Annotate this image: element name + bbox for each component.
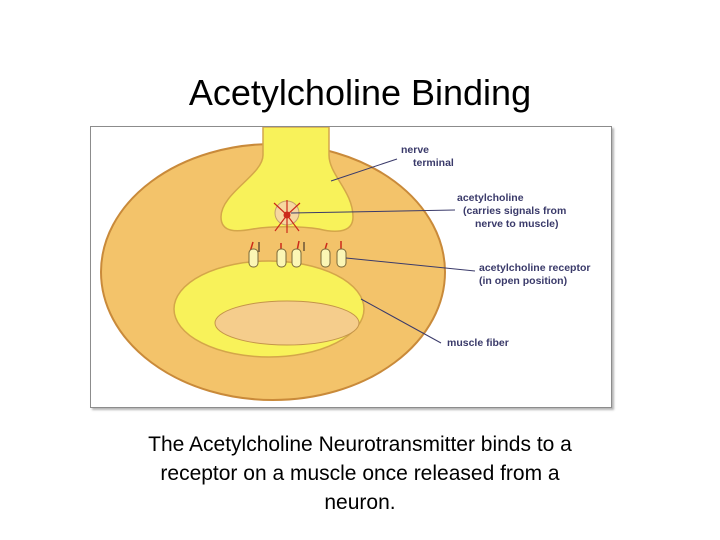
receptor [248, 241, 260, 268]
receptor-group [248, 240, 347, 268]
nerve-terminal [220, 127, 354, 233]
label-acetylcholine: acetylcholine (carries signals from nerv… [457, 192, 569, 230]
caption-line: receptor on a muscle once released from … [160, 462, 560, 485]
label-nerve-terminal: nerve terminal [401, 144, 454, 169]
pointer-nerve-terminal [330, 158, 398, 182]
pointer-muscle-fiber [360, 298, 442, 344]
slide-title: Acetylcholine Binding [188, 72, 532, 113]
label-muscle-fiber: muscle fiber [447, 337, 509, 349]
receptor [291, 240, 305, 268]
caption-line: neuron. [324, 491, 396, 514]
pointer-acetylcholine [290, 209, 456, 214]
acetylcholine-diffusion-arrows [273, 200, 301, 233]
receptor [276, 243, 287, 268]
diagram-svg: nerve terminal acetylcholine (carries si… [100, 127, 593, 401]
neuromuscular-diagram: nerve terminal acetylcholine (carries si… [90, 126, 612, 408]
caption-line: The Acetylcholine Neurotransmitter binds… [148, 433, 572, 456]
caption: The Acetylcholine Neurotransmitter binds… [60, 430, 660, 517]
receptor [320, 242, 331, 268]
pointer-receptor [345, 257, 476, 272]
muscle-fiber-core [214, 300, 360, 346]
label-receptor: acetylcholine receptor (in open position… [479, 262, 593, 287]
